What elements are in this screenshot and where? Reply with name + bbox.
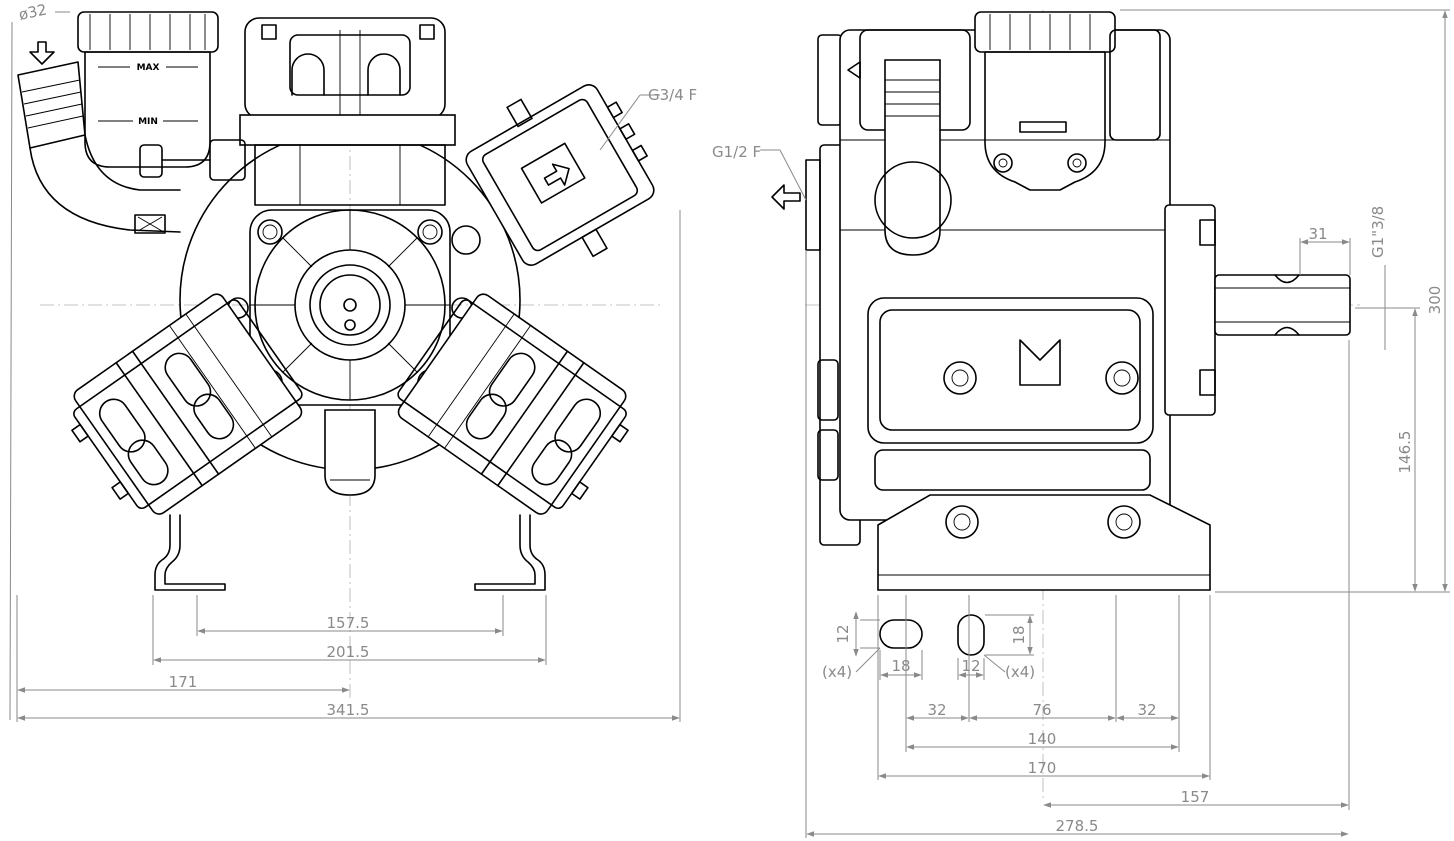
dim-overall-height: 300 — [1426, 286, 1444, 315]
dim-hole-spacing-middle: 76 — [1032, 701, 1051, 719]
side-view: G1/2 F G1"3/8 12 18 (x4) 12 18 — [712, 9, 1450, 838]
drain-plug — [324, 409, 376, 496]
outlet-arrow-icon — [543, 163, 570, 186]
connector-fitting — [139, 139, 246, 181]
front-view: MAX MIN — [9, 0, 697, 722]
dim-overall-depth: 278.5 — [1056, 817, 1099, 835]
pump-head — [239, 17, 456, 206]
side-base — [877, 494, 1211, 591]
slot-count-right-label: (x4) — [1005, 663, 1035, 681]
dim-center-to-rear: 157 — [1181, 788, 1210, 806]
tank-min-label: MIN — [138, 117, 158, 127]
dim-base-width: 170 — [1028, 759, 1057, 777]
front-dimensions: 157.5 201.5 171 341.5 — [16, 210, 681, 722]
mounting-feet — [154, 514, 546, 591]
left-cylinder — [71, 293, 303, 515]
dim-shaft-height: 146.5 — [1396, 431, 1414, 474]
dim-slot-width-right: 12 — [961, 657, 980, 675]
dim-slot-width-left: 18 — [891, 657, 910, 675]
dim-shaft-length: 31 — [1308, 225, 1327, 243]
shaft-housing — [1164, 204, 1351, 416]
side-inlet-pipe — [874, 59, 952, 256]
dim-foot-hole-spacing: 157.5 — [327, 614, 370, 632]
side-reservoir — [974, 11, 1116, 191]
oil-reservoir: MAX MIN — [77, 11, 219, 168]
dim-hole-offset-right: 32 — [1137, 701, 1156, 719]
slot-count-left-label: (x4) — [822, 663, 852, 681]
outlet-port-label: G3/4 F — [648, 86, 697, 104]
inlet-port-label: G1/2 F — [712, 143, 761, 161]
side-dimensions: 32 76 32 140 170 157 278.5 31 — [805, 9, 1450, 838]
flow-arrow-icon — [29, 41, 55, 65]
crankcase-cover — [867, 297, 1154, 491]
inlet-diameter-label: ø32 — [17, 0, 48, 23]
dim-hole-span: 140 — [1028, 730, 1057, 748]
slot-details: 12 18 (x4) 12 18 (x4) — [822, 611, 1035, 681]
dim-center-to-left: 171 — [169, 673, 198, 691]
shaft-thread-label: G1"3/8 — [1369, 206, 1387, 258]
dim-overall-width: 341.5 — [327, 701, 370, 719]
dim-slot-height-left: 12 — [834, 624, 852, 643]
inlet-elbow — [17, 41, 181, 234]
dim-hole-offset-left: 32 — [927, 701, 946, 719]
right-cylinder — [397, 293, 629, 515]
tank-max-label: MAX — [137, 63, 160, 73]
dim-slot-height-right: 18 — [1010, 625, 1028, 644]
outlet-valve — [465, 84, 655, 266]
inlet-arrow-icon — [771, 184, 801, 210]
dim-foot-width: 201.5 — [327, 643, 370, 661]
